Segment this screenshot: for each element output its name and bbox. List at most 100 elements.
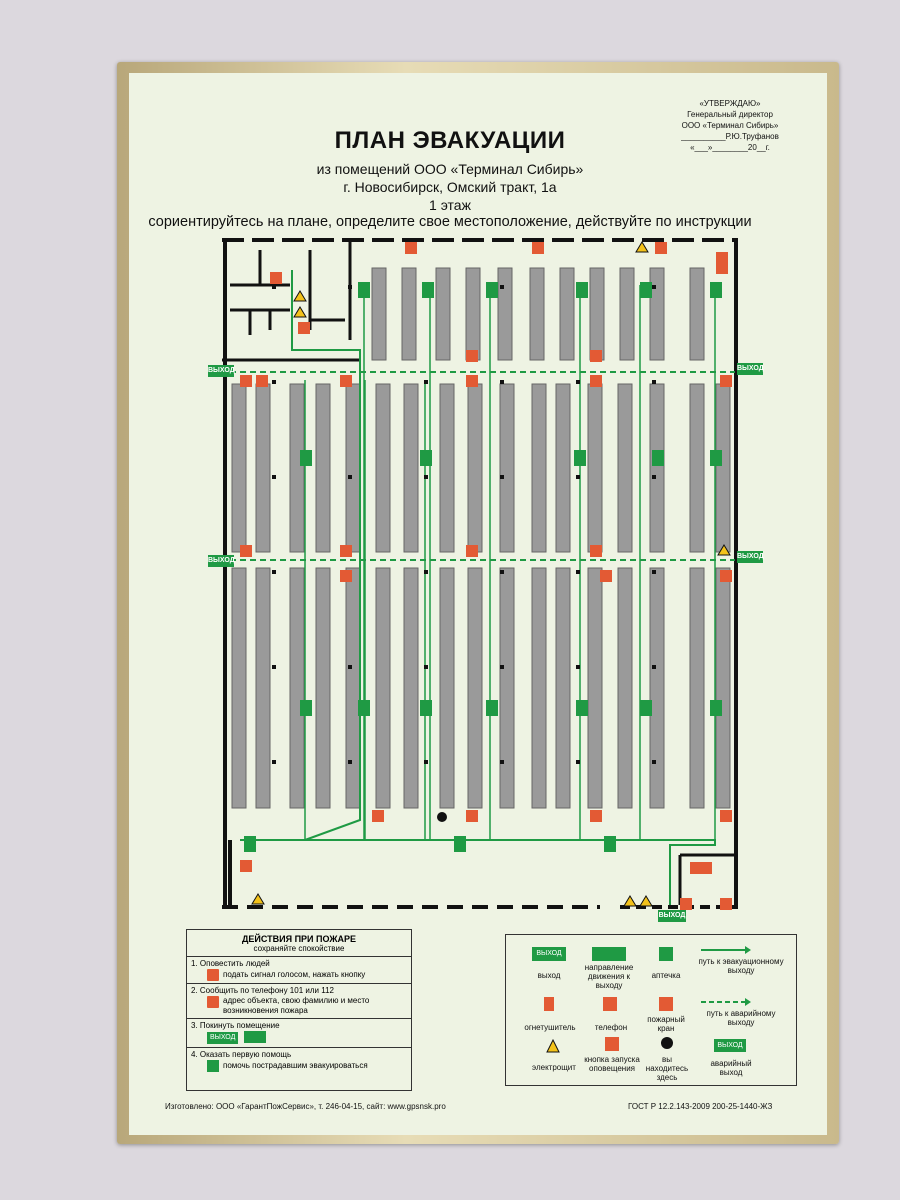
evac-path-icon <box>701 946 751 954</box>
fire-equipment-marker <box>466 545 478 557</box>
action-step-1: 1. Оповестить людей подать сигнал голосо… <box>187 956 411 983</box>
rack <box>589 267 605 361</box>
rack <box>555 383 571 553</box>
step-detail: адрес объекта, свою фамилию и место возн… <box>223 996 370 1015</box>
legend-emergency-exit: аварийный выход <box>710 1059 752 1077</box>
direction-sign <box>652 450 664 466</box>
fire-equipment-marker <box>466 810 478 822</box>
rack <box>435 267 451 361</box>
actions-subtitle: сохраняйте спокойствие <box>253 944 345 953</box>
step-title: 2. Сообщить по телефону 101 или 112 <box>191 986 334 995</box>
rack <box>439 567 455 809</box>
evacuation-path-office <box>291 270 361 841</box>
rack <box>403 383 419 553</box>
rack <box>531 383 547 553</box>
electric-panel-icon <box>546 1039 560 1053</box>
footer-maker: Изготовлено: ООО «ГарантПожСервис», т. 2… <box>165 1102 446 1111</box>
column <box>272 285 276 289</box>
fire-equipment-marker <box>240 860 252 872</box>
legend-hydrant: пожарный кран <box>647 1015 685 1033</box>
rack <box>467 567 483 809</box>
rack <box>649 267 665 361</box>
direction-sign <box>710 700 722 716</box>
rack <box>499 383 515 553</box>
column <box>348 665 352 669</box>
column <box>652 380 656 384</box>
fire-equipment <box>240 242 732 910</box>
fire-equipment-marker <box>298 322 310 334</box>
rack <box>689 267 705 361</box>
rack <box>289 567 305 809</box>
column <box>500 380 504 384</box>
phone-icon <box>603 997 617 1011</box>
alarm-button-icon <box>605 1037 619 1051</box>
exit-sign-east-upper: ВЫХОД <box>737 363 764 375</box>
rack <box>345 383 361 553</box>
subtitle-floor: 1 этаж <box>429 197 471 213</box>
footer-standard: ГОСТ Р 12.2.143-2009 200-25-1440-ЖЗ <box>628 1102 773 1111</box>
column <box>424 570 428 574</box>
fire-equipment-marker <box>680 898 692 910</box>
rack <box>559 267 575 361</box>
fire-equipment-marker <box>590 545 602 557</box>
fire-equipment-marker <box>256 375 268 387</box>
subtitle-instruction: сориентируйтесь на плане, определите сво… <box>148 214 752 230</box>
fire-equipment-marker <box>655 242 667 254</box>
direction-sign <box>358 700 370 716</box>
fire-equipment-marker <box>690 862 702 874</box>
approval-line: __________Р.Ю.Труфанов <box>681 132 779 141</box>
column <box>652 570 656 574</box>
rack <box>375 383 391 553</box>
column <box>576 570 580 574</box>
direction-sign <box>574 450 586 466</box>
direction-sign <box>640 282 652 298</box>
rack <box>689 383 705 553</box>
rack <box>371 267 387 361</box>
action-step-4: 4. Оказать первую помощь помочь пострада… <box>187 1047 411 1074</box>
rack <box>617 383 633 553</box>
fire-equipment-marker <box>240 375 252 387</box>
legend-alarm-button: кнопка запуска оповещения <box>584 1055 640 1073</box>
direction-sign <box>576 282 588 298</box>
column <box>500 475 504 479</box>
legend-you-are-here: вы находитесь здесь <box>645 1055 689 1082</box>
column <box>500 285 504 289</box>
fire-equipment-marker <box>270 272 282 284</box>
legend-firstaid: аптечка <box>651 971 681 980</box>
evacuation-paths <box>230 270 735 905</box>
fire-equipment-marker <box>716 252 728 264</box>
rack <box>497 267 513 361</box>
rack <box>315 383 331 553</box>
step-detail: подать сигнал голосом, нажать кнопку <box>223 970 366 980</box>
fire-equipment-marker <box>716 262 728 274</box>
column <box>272 475 276 479</box>
fire-equipment-marker <box>720 375 732 387</box>
column <box>500 570 504 574</box>
rack <box>255 383 271 553</box>
column <box>576 475 580 479</box>
direction-sign <box>710 450 722 466</box>
column <box>500 760 504 764</box>
evacuation-path-bottom <box>240 839 716 905</box>
direction-sign <box>358 282 370 298</box>
fire-actions-panel: ДЕЙСТВИЯ ПРИ ПОЖАРЕ сохраняйте спокойств… <box>186 929 412 1091</box>
column <box>500 665 504 669</box>
column <box>652 475 656 479</box>
exit-sign-south: ВЫХОД <box>658 910 686 922</box>
you-are-here-icon <box>661 1037 673 1049</box>
phone-icon <box>207 996 219 1008</box>
fire-equipment-marker <box>720 570 732 582</box>
fire-equipment-marker <box>340 570 352 582</box>
legend-emergency-path: путь к аварийному выходу <box>706 1009 776 1027</box>
fire-equipment-marker <box>466 375 478 387</box>
direction-arrow-icon <box>244 1031 267 1043</box>
column <box>348 760 352 764</box>
fire-equipment-marker <box>700 862 712 874</box>
direction-sign <box>486 700 498 716</box>
exit-sign-west-middle: ВЫХОД <box>208 555 235 567</box>
legend-exit: выход <box>537 971 561 980</box>
rack <box>375 567 391 809</box>
legend-electric: электрощит <box>532 1063 576 1072</box>
rack <box>689 567 705 809</box>
step-detail: помочь пострадавшим эвакуироваться <box>223 1061 368 1071</box>
